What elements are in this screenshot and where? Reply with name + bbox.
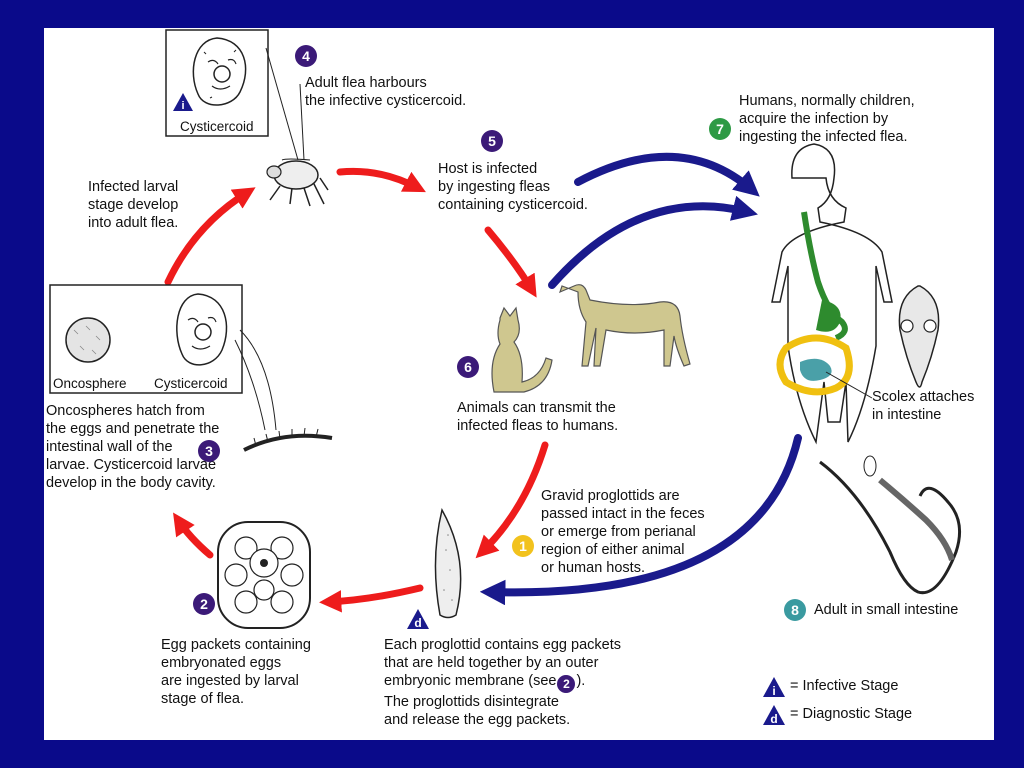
step-8-text: Adult in small intestine [814, 602, 959, 618]
arrow-eggpacket-to-larvae [173, 512, 214, 559]
cysticercoid-left-label: Cysticercoid [154, 376, 228, 391]
arrow-host-to-animals [484, 226, 537, 298]
svg-text:i: i [181, 100, 184, 112]
human-illustration [771, 143, 893, 445]
scolex-illustration [898, 285, 940, 388]
legend-infective-icon: i [763, 677, 785, 698]
svg-text:d: d [770, 712, 777, 726]
cysticercoid-top-label: Cysticercoid [180, 119, 254, 134]
arrow-larva-to-flea [164, 187, 256, 286]
blue-arrows [479, 152, 802, 606]
infective-stage-icon: i [173, 93, 193, 112]
cat-illustration [491, 306, 553, 393]
red-arrows [129, 167, 549, 613]
svg-text:i: i [772, 684, 775, 698]
legend-diagnostic-icon: d [763, 705, 785, 726]
step-2-badge: 2 [193, 593, 215, 615]
step-8-badge: 8 [784, 599, 806, 621]
proglottid-illustration [434, 507, 462, 619]
dog-illustration [559, 284, 691, 367]
oncosphere-label: Oncosphere [53, 376, 127, 391]
step-4-badge: 4 [295, 45, 317, 67]
adult-worm-illustration [819, 455, 962, 595]
egg-packet-illustration [217, 521, 311, 629]
step-3-badge: 3 [198, 440, 220, 462]
legend-diagnostic-label: = Diagnostic Stage [790, 706, 913, 722]
arrow-fleas-to-human [574, 152, 760, 197]
arrow-animals-to-human [548, 195, 758, 289]
oncosphere-cysticercoid-box [49, 284, 277, 431]
arrow-animals-to-proglottid [475, 441, 549, 559]
step-7-badge: 7 [709, 118, 731, 140]
proglottid-text: Each proglottid contains egg packets tha… [384, 637, 621, 728]
arrow-proglottid-to-eggpacket [319, 584, 424, 613]
flea-larva-illustration [243, 427, 333, 452]
arrow-flea-to-host [336, 167, 426, 193]
see-step-2-badge: 2 [557, 675, 576, 693]
arrow-human-to-proglottid [479, 434, 802, 606]
step-5-badge: 5 [481, 130, 503, 152]
step-1-badge: 1 [512, 535, 534, 557]
legend-infective-label: = Infective Stage [790, 678, 899, 694]
step-6-badge: 6 [457, 356, 479, 378]
step-7-text: Humans, normally children,acquire the in… [739, 93, 915, 145]
svg-text:d: d [414, 616, 421, 630]
diagnostic-stage-icon: d [407, 609, 429, 630]
flea-illustration [265, 47, 329, 207]
cysticercoid-top-box [165, 29, 269, 137]
